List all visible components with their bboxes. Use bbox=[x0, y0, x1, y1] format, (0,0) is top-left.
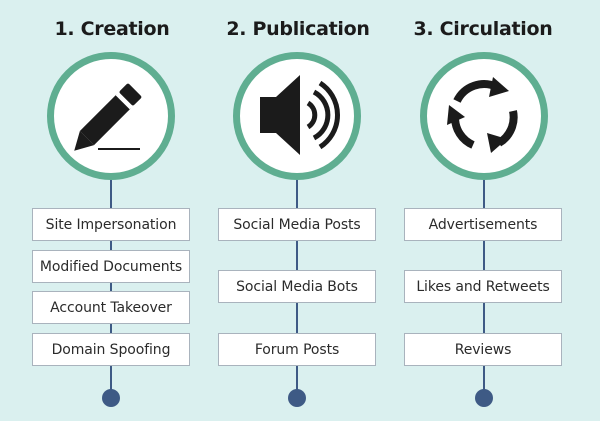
list-item: Advertisements bbox=[404, 208, 562, 241]
ring-publication bbox=[233, 52, 361, 180]
pencil-icon bbox=[74, 83, 142, 151]
ring-circulation bbox=[420, 52, 548, 180]
list-item: Site Impersonation bbox=[32, 208, 190, 241]
refresh-cycle-icon bbox=[447, 77, 518, 153]
list-item: Domain Spoofing bbox=[32, 333, 190, 366]
column-title-circulation: 3. Circulation bbox=[413, 18, 553, 40]
list-item: Likes and Retweets bbox=[404, 270, 562, 303]
list-item: Social Media Bots bbox=[218, 270, 376, 303]
list-item: Reviews bbox=[404, 333, 562, 366]
list-item: Social Media Posts bbox=[218, 208, 376, 241]
speaker-icon bbox=[260, 75, 340, 155]
ring-creation bbox=[47, 52, 175, 180]
column-title-creation: 1. Creation bbox=[54, 18, 170, 40]
list-item: Forum Posts bbox=[218, 333, 376, 366]
column-title-publication: 2. Publication bbox=[226, 18, 370, 40]
list-item: Account Takeover bbox=[32, 291, 190, 324]
end-dot-circulation bbox=[475, 389, 493, 407]
stem-creation bbox=[110, 180, 112, 398]
end-dot-creation bbox=[102, 389, 120, 407]
end-dot-publication bbox=[288, 389, 306, 407]
list-item: Modified Documents bbox=[32, 250, 190, 283]
